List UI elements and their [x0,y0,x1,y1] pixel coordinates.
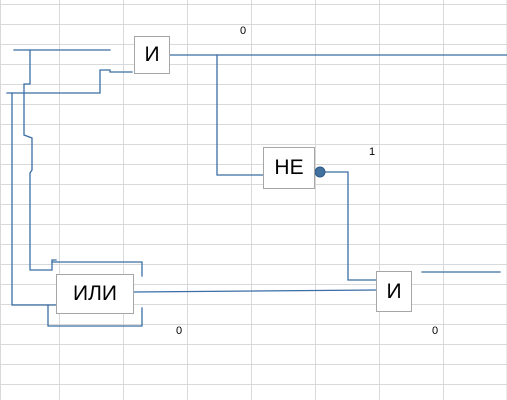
top-output-value: 0 [240,25,247,37]
and-gate-bottom-label: И [386,279,402,303]
and-gate-top: И [134,36,170,74]
inversion-bubble [314,166,326,178]
not-output-value: 1 [369,146,376,158]
wire-a-to-or [23,49,57,271]
and-gate-top-label: И [144,43,160,66]
wire-b-to-or [11,92,57,306]
wire-or-bracket-bottom [47,304,143,327]
wires [6,49,507,327]
wire-to-not [216,54,265,176]
or-gate-label: ИЛИ [73,282,117,305]
not-gate: НЕ [263,147,315,189]
or-output-value: 0 [176,325,183,337]
final-output-value: 0 [432,325,439,337]
not-gate-label: НЕ [274,156,304,179]
or-gate: ИЛИ [56,274,134,314]
wire-input-b [6,69,133,94]
and-gate-bottom: И [376,271,412,312]
wire-or-to-and [133,289,377,293]
wire-or-bracket-top [51,261,143,277]
wire-not-to-and [319,171,377,281]
